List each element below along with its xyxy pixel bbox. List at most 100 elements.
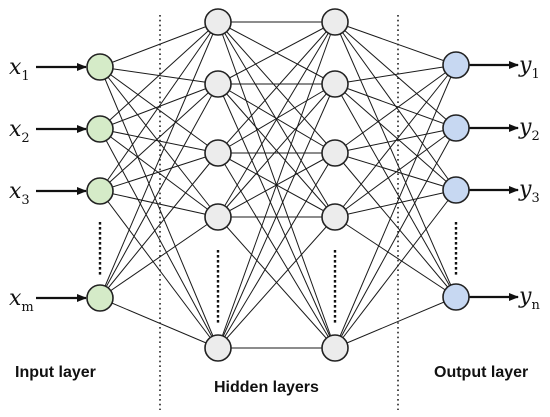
output-node [442,283,470,311]
hidden1-node [204,139,232,167]
connection-line [217,21,336,218]
connection-line [99,297,219,349]
hidden1-node [204,334,232,362]
hidden1-ellipsis [216,255,220,258]
connection-line [334,127,457,218]
connection-line [334,21,457,66]
connection-line [334,64,457,85]
output-ellipsis [454,227,458,230]
output-ellipsis [454,242,458,245]
input-ellipsis [98,252,102,255]
hidden1-ellipsis [216,260,220,263]
output-node [442,51,470,79]
input-ellipsis [98,262,102,265]
hidden1-node [204,70,232,98]
connection-line [99,190,219,349]
hidden1-ellipsis [216,285,220,288]
connection-line [217,21,336,154]
hidden2-ellipsis [333,320,337,323]
hidden2-ellipsis [333,270,337,273]
connection-line [99,66,219,218]
connection-line [99,21,219,130]
output-layer-label: Output layer [434,364,528,381]
output-label-3: y3 [518,177,540,206]
connection-line [217,216,336,349]
connection-line [99,128,219,349]
hidden2-ellipsis [333,310,337,313]
hidden2-ellipsis [333,285,337,288]
ellipsis-dots [98,222,458,323]
hidden1-ellipsis [216,295,220,298]
input-ellipsis [98,242,102,245]
input-ellipsis [98,247,102,250]
input-ellipsis [98,222,102,225]
input-label-2: x2 [9,117,30,146]
hidden-layers-label: Hidden layers [214,379,319,396]
connection-line [99,152,219,192]
hidden1-ellipsis [216,315,220,318]
hidden2-ellipsis [333,315,337,318]
input-label-m: xm [9,286,34,315]
connection-lines [99,21,457,349]
connection-line [334,152,457,298]
connection-line [99,190,219,218]
output-ellipsis [454,247,458,250]
output-label-n: yn [518,284,540,313]
connection-line [334,189,457,349]
output-node [442,176,470,204]
connection-line [217,83,336,349]
hidden1-ellipsis [216,280,220,283]
connection-line [99,216,219,299]
hidden2-ellipsis [333,280,337,283]
hidden2-node [321,203,349,231]
connection-line [334,296,457,349]
connection-line [99,66,219,349]
hidden2-node [321,334,349,362]
hidden2-ellipsis [333,300,337,303]
connection-line [217,83,336,154]
input-node [86,284,114,312]
input-ellipsis [98,227,102,230]
connection-line [217,21,336,85]
connection-line [217,83,336,218]
hidden2-ellipsis [333,305,337,308]
connection-line [217,152,336,349]
input-node [86,53,114,81]
hidden2-node [321,70,349,98]
connection-line [334,21,457,298]
connection-line [334,64,457,349]
connection-line [334,189,457,218]
connection-line [334,83,457,129]
hidden1-ellipsis [216,250,220,253]
hidden2-node [321,8,349,36]
connection-line [334,83,457,298]
connection-line [334,83,457,191]
hidden1-ellipsis [216,300,220,303]
input-ellipsis [98,272,102,275]
output-ellipsis [454,267,458,270]
hidden2-ellipsis [333,255,337,258]
output-label-2: y2 [518,115,540,144]
hidden1-ellipsis [216,305,220,308]
hidden1-node [204,8,232,36]
input-ellipsis [98,257,102,260]
connection-line [99,21,219,68]
hidden1-ellipsis [216,265,220,268]
connection-line [99,21,219,192]
hidden2-ellipsis [333,290,337,293]
input-node [86,177,114,205]
output-ellipsis [454,222,458,225]
hidden2-ellipsis [333,275,337,278]
hidden2-ellipsis [333,295,337,298]
io-arrows [36,61,519,302]
hidden2-node [321,139,349,167]
layer-separators [159,15,399,410]
connection-line [99,128,219,154]
input-ellipsis [98,232,102,235]
output-node [442,114,470,142]
connection-line [334,152,457,191]
connection-line [99,83,219,299]
connection-line [334,64,457,154]
input-ellipsis [98,237,102,240]
